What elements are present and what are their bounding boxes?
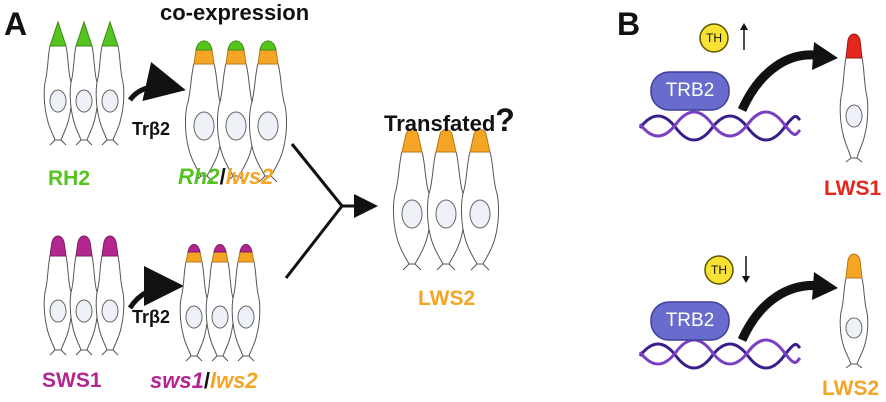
lws1-cell xyxy=(839,33,869,163)
transfated-text: Transfated xyxy=(384,111,496,136)
trb2-label-top: Trβ2 xyxy=(132,119,171,139)
up-arrow-icon xyxy=(740,23,748,50)
curved-arrow-bottom xyxy=(737,280,823,342)
coexpression-cell-group xyxy=(184,40,288,183)
th-circle-top xyxy=(699,23,729,53)
sws1-lws2-label: sws1/lws2 xyxy=(150,370,258,392)
sws1-label: SWS1 xyxy=(42,369,102,392)
transfated-label: Transfated? xyxy=(384,104,515,136)
trb2-arrow-top xyxy=(127,61,186,102)
sws1-lws2-outer-segment xyxy=(185,244,203,263)
lws2-output-label: LWS2 xyxy=(822,377,880,400)
panel-a-letter: A xyxy=(4,6,28,42)
rh2-outer-segment xyxy=(49,20,67,47)
sws1-cell-group xyxy=(43,235,125,356)
lws2-outer-segment xyxy=(469,129,491,153)
gene-slash: / xyxy=(219,164,226,189)
th-label-top: TH xyxy=(706,31,722,45)
rh2-outer-segment xyxy=(101,20,119,47)
curved-arrow-top-head xyxy=(812,42,838,70)
sws1-lws2-cell-group xyxy=(179,244,261,362)
sws1-outer-segment xyxy=(101,235,119,257)
sws1-gene: sws1 xyxy=(150,368,204,393)
down-arrow-icon xyxy=(742,256,750,283)
coexpression-outer-segment xyxy=(193,40,215,65)
lws2-cell-group xyxy=(392,129,500,271)
trb2-label-bottom-b: TRB2 xyxy=(665,310,715,331)
sws1-outer-segment xyxy=(49,235,67,257)
trb2-arrow-bottom xyxy=(127,266,184,310)
lws2-gene: lws2 xyxy=(225,164,274,189)
lws1-label: LWS1 xyxy=(824,177,882,200)
lws2-outer-segment xyxy=(401,129,423,153)
coexpression-outer-segment xyxy=(225,40,247,65)
rh2-label: RH2 xyxy=(48,167,91,190)
rh2-lws2-label: Rh2/lws2 xyxy=(178,166,273,188)
curved-arrow-bottom-head xyxy=(812,272,838,300)
lws2-label: LWS2 xyxy=(418,287,476,310)
coexpression-outer-segment xyxy=(257,40,279,65)
sws1-lws2-outer-segment xyxy=(211,244,229,263)
gene-slash: / xyxy=(203,368,210,393)
curved-arrow-top xyxy=(737,50,823,112)
trb2-label-top-b: TRB2 xyxy=(665,80,715,101)
dna-helix-bottom xyxy=(638,338,802,370)
trb2-box-bottom xyxy=(650,301,730,341)
th-circle-bottom xyxy=(704,255,734,285)
sws1-lws2-outer-segment xyxy=(237,244,255,263)
rh2-outer-segment xyxy=(75,20,93,47)
sws1-outer-segment xyxy=(75,235,93,257)
lws2-outer-segment xyxy=(435,129,457,153)
panel-b-letter: B xyxy=(617,6,641,42)
question-mark: ? xyxy=(495,102,515,138)
dna-helix-top xyxy=(638,110,802,142)
coexpression-title: co-expression xyxy=(160,0,310,25)
convergence-arrow xyxy=(284,143,378,279)
lws2-gene: lws2 xyxy=(209,368,258,393)
rh2-gene: Rh2 xyxy=(178,164,220,189)
rh2-cell-group xyxy=(43,20,125,146)
trb2-label-bottom: Trβ2 xyxy=(132,307,171,327)
lws2-output-cell xyxy=(839,253,869,369)
trb2-box-top xyxy=(650,71,730,111)
th-label-bottom: TH xyxy=(711,263,727,277)
